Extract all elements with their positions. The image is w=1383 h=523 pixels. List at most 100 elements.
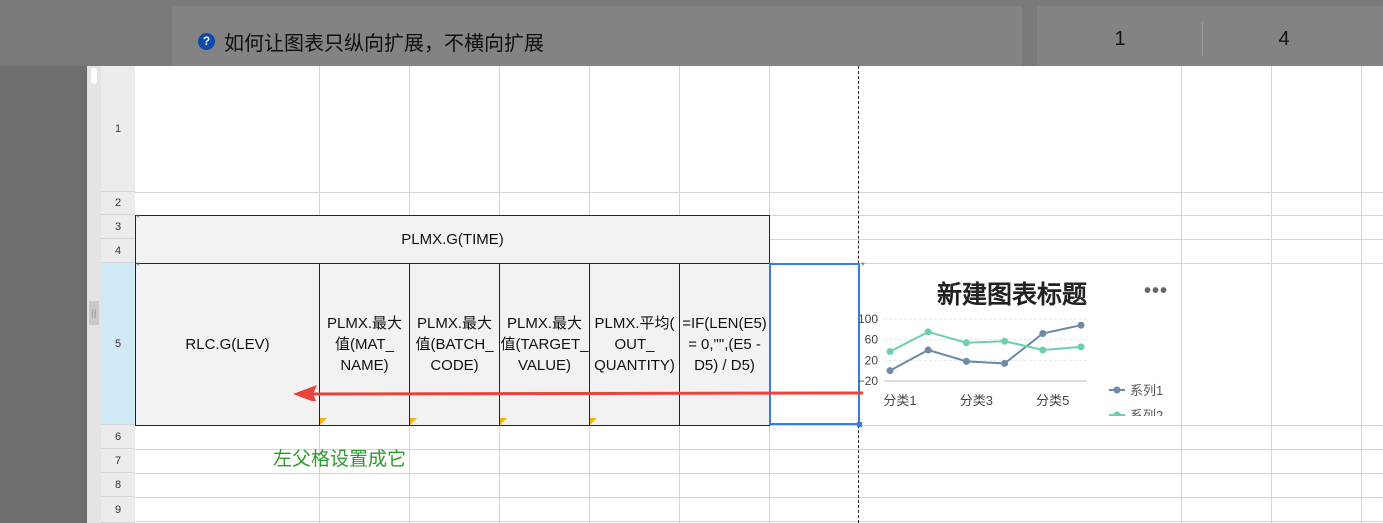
cell-marker: * (136, 261, 140, 272)
cell-time-header[interactable]: PLMX.G(TIME) (135, 215, 770, 264)
cell-text: D5) / D5) (694, 357, 755, 374)
cell-text: VALUE) (517, 357, 572, 374)
data-point (886, 348, 894, 356)
legend-label: 系列1 (1130, 383, 1163, 398)
row-header-selected[interactable]: 5 (101, 263, 135, 425)
x-axis: 分类1 分类3 分类5 (883, 380, 1087, 408)
cell-out-quantity[interactable]: PLMX.平均( OUT_ QUANTITY) (589, 263, 680, 426)
cell-text: QUANTITY) (594, 357, 675, 374)
stat-value-1: 1 (1114, 28, 1126, 50)
data-point (886, 367, 894, 375)
cell-text: RLC.G(LEV) (185, 336, 270, 353)
legend-marker-icon (1113, 386, 1121, 394)
cell-text: 值(BATCH_ (415, 336, 494, 353)
gridline (1181, 66, 1182, 523)
cell-corner-indicator (590, 418, 597, 425)
x-tick-label: 分类3 (960, 393, 993, 408)
cell-text: CODE) (430, 357, 479, 374)
data-point (924, 328, 932, 336)
vertical-scrollbar[interactable]: || (87, 66, 101, 523)
x-tick-label: 分类5 (1036, 393, 1069, 408)
row-header[interactable]: 8 (101, 473, 135, 497)
y-axis: 100 60 20 −20 (858, 312, 1087, 388)
annotation-text: 左父格设置成它 (273, 449, 407, 470)
data-point (924, 346, 932, 354)
cell-marker: * (136, 213, 140, 224)
cell-mat-name[interactable]: PLMX.最大 值(MAT_ NAME) (319, 263, 410, 426)
y-tick-label: 100 (858, 312, 878, 326)
scrollbar-thumb[interactable] (91, 68, 97, 84)
row-header[interactable]: 1 (101, 66, 135, 192)
cell-text: PLMX.最大 (326, 315, 402, 332)
cell-batch-code[interactable]: PLMX.最大 值(BATCH_ CODE) (409, 263, 500, 426)
data-point (1001, 337, 1009, 345)
gridline (135, 521, 1383, 522)
cell-corner-indicator (500, 418, 507, 425)
row-header[interactable]: 6 (101, 425, 135, 449)
cell-text: 值(TARGET_ (500, 336, 589, 353)
data-point (1077, 343, 1085, 351)
more-options-icon[interactable]: ••• (1144, 280, 1169, 302)
data-point (962, 339, 970, 347)
cell-text: PLMX.G(TIME) (401, 231, 504, 248)
row-header[interactable]: 2 (101, 192, 135, 215)
cell-text: PLMX.平均( (594, 315, 675, 332)
cell-text: NAME) (340, 357, 389, 374)
question-panel (172, 6, 1022, 66)
question-title[interactable]: 如何让图表只纵向扩展，不横向扩展 (224, 33, 544, 55)
data-point (1039, 346, 1047, 354)
line-chart[interactable]: 100 60 20 −20 分类1 分类3 分类5 系列1 系列2 (857, 306, 1197, 416)
series-layer (886, 321, 1085, 375)
data-point (962, 357, 970, 365)
splitter-handle-icon[interactable]: || (89, 301, 99, 325)
gridline (135, 497, 1383, 498)
row-header[interactable]: 9 (101, 497, 135, 523)
cell-text: PLMX.最大 (416, 315, 492, 332)
cell-text: =IF(LEN(E5) (682, 315, 767, 332)
cell-lev[interactable]: RLC.G(LEV) (135, 263, 320, 426)
spreadsheet-grid[interactable]: || 1 2 3 4 5 6 7 8 9 (87, 66, 1383, 523)
arrow-head (293, 385, 317, 401)
cell-text: 值(MAT_ (335, 336, 394, 353)
y-tick-label: 60 (865, 333, 879, 347)
gridline (1271, 66, 1272, 523)
row-header[interactable]: 7 (101, 449, 135, 473)
cell-formula[interactable]: =IF(LEN(E5) = 0,"",(E5 - D5) / D5) (679, 263, 770, 426)
gridline (135, 473, 1383, 474)
data-point (1077, 321, 1085, 329)
data-point (1001, 359, 1009, 367)
row-header[interactable]: 4 (101, 239, 135, 263)
cell-target-value[interactable]: PLMX.最大 值(TARGET_ VALUE) (499, 263, 590, 426)
cell-corner-indicator (410, 418, 417, 425)
series-line-2 (889, 330, 1082, 353)
series-line-1 (889, 324, 1082, 372)
cell-text: OUT_ (614, 336, 655, 353)
gridline (135, 449, 1383, 450)
red-arrow (293, 385, 864, 401)
stat-value-2: 4 (1278, 28, 1290, 50)
legend-marker-icon (1113, 411, 1121, 416)
row-header[interactable]: 3 (101, 215, 135, 239)
selected-cell[interactable] (769, 263, 862, 427)
gridline (135, 192, 1383, 193)
chart-title: 新建图表标题 (937, 281, 1088, 309)
cell-corner-indicator (320, 418, 327, 425)
y-tick-label: −20 (858, 374, 879, 388)
y-tick-label: 20 (865, 353, 879, 367)
row-header-column: 1 2 3 4 5 6 7 8 9 (101, 66, 135, 523)
arrow-shaft (312, 391, 864, 396)
stats-panel (1037, 6, 1383, 66)
x-tick-label: 分类1 (883, 393, 916, 408)
question-icon: ? (198, 33, 215, 50)
stats-divider (1202, 22, 1203, 56)
cell-text: PLMX.最大 (506, 315, 582, 332)
legend-label: 系列2 (1130, 408, 1163, 416)
top-bar: ? 如何让图表只纵向扩展，不横向扩展 1 4 (0, 0, 1383, 66)
cell-text: = 0,"",(E5 - (688, 336, 761, 353)
cell-marker: * (861, 261, 865, 272)
chart-legend[interactable]: 系列1 系列2 (1109, 383, 1163, 416)
data-point (1039, 329, 1047, 337)
gridline (1361, 66, 1362, 523)
fill-handle[interactable] (857, 422, 862, 427)
